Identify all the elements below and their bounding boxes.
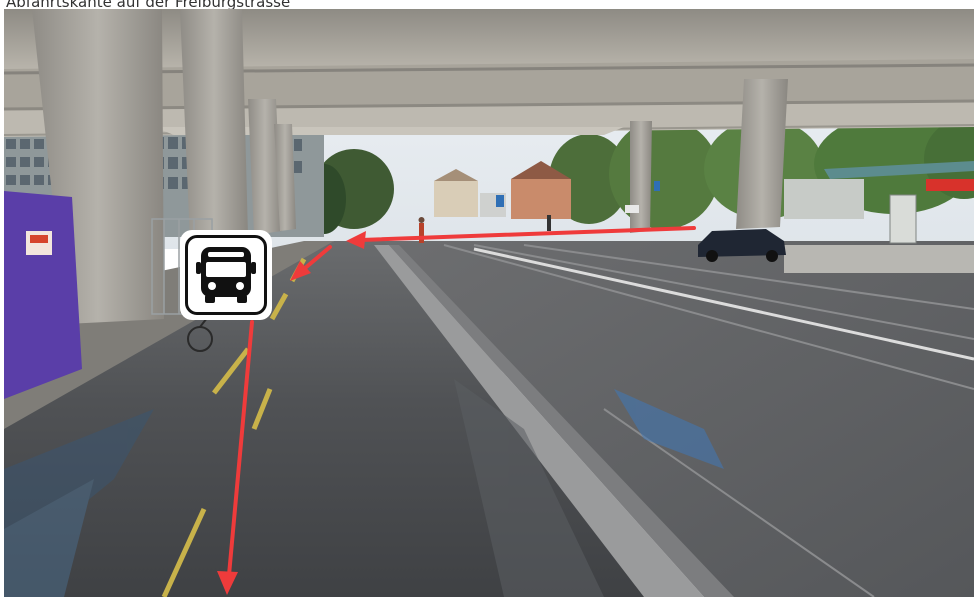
tram-rails [443,244,974,597]
distant-signs [496,181,660,213]
motion-blur [4,379,724,597]
route-arrow-segment-3 [227,320,254,577]
median-curb [374,245,704,597]
route-arrow-head-1 [346,231,366,249]
bus-icon [196,247,256,303]
purple-container [4,191,82,399]
street-view-photo [4,9,974,597]
bus-stop-sign [180,230,272,320]
parked-car [698,229,786,262]
route-arrow-segment-2 [302,245,332,271]
buildings-background [434,161,864,219]
tram-shelter [784,161,974,273]
route-arrow-head-3 [217,571,238,595]
bus-stop-sign-frame [185,235,267,315]
median-edge [389,245,734,597]
overpass-deck [4,9,974,137]
yellow-lane-marking [161,257,307,597]
lane-marking-right [473,247,974,361]
route-arrow [217,226,696,595]
route-arrow-segment-1 [359,226,696,242]
image-caption: Abfahrtskante auf der Freiburgstrasse [6,0,291,11]
route-arrow-head-2 [290,261,311,281]
pedestrians [418,215,551,243]
